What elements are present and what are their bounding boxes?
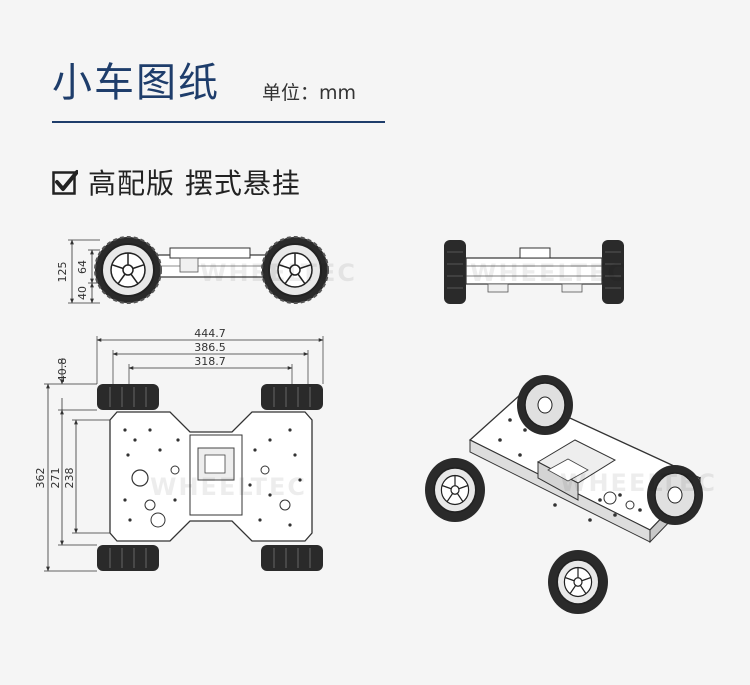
watermark-iso: WHEELTEC [560, 469, 717, 497]
section-heading: 高配版 摆式悬挂 [52, 162, 301, 202]
section-heading-text: 高配版 摆式悬挂 [88, 167, 301, 200]
dim-wheelbase-outer: 271 [49, 468, 62, 489]
dim-side-total-height: 125 [56, 262, 69, 283]
dim-wheelbase-inner: 238 [63, 468, 76, 489]
top-view-drawing: 444.7 386.5 318.7 40.8 362 271 238 WHEEL… [34, 327, 324, 572]
dim-side-wheel: 64 [76, 260, 89, 274]
dim-inner-track: 318.7 [194, 355, 226, 368]
check-box-icon [52, 169, 79, 195]
title-divider [52, 121, 385, 123]
dim-wheel-width: 40.8 [56, 358, 69, 383]
dim-side-clearance: 40 [76, 286, 89, 300]
watermark-side: WHEELTEC [200, 259, 357, 287]
watermark-front: WHEELTEC [470, 259, 627, 287]
page-title: 小车图纸 [52, 60, 220, 106]
dim-overall-length: 362 [34, 468, 47, 489]
side-view-drawing: 125 64 40 WHEELTEC [56, 236, 357, 304]
isometric-view-drawing: WHEELTEC [425, 375, 717, 614]
front-view-drawing: WHEELTEC [444, 240, 627, 304]
watermark-top: WHEELTEC [150, 473, 307, 501]
unit-label: 单位：mm [262, 82, 357, 104]
dim-overall-width: 444.7 [194, 327, 226, 340]
dim-outer-track: 386.5 [194, 341, 226, 354]
